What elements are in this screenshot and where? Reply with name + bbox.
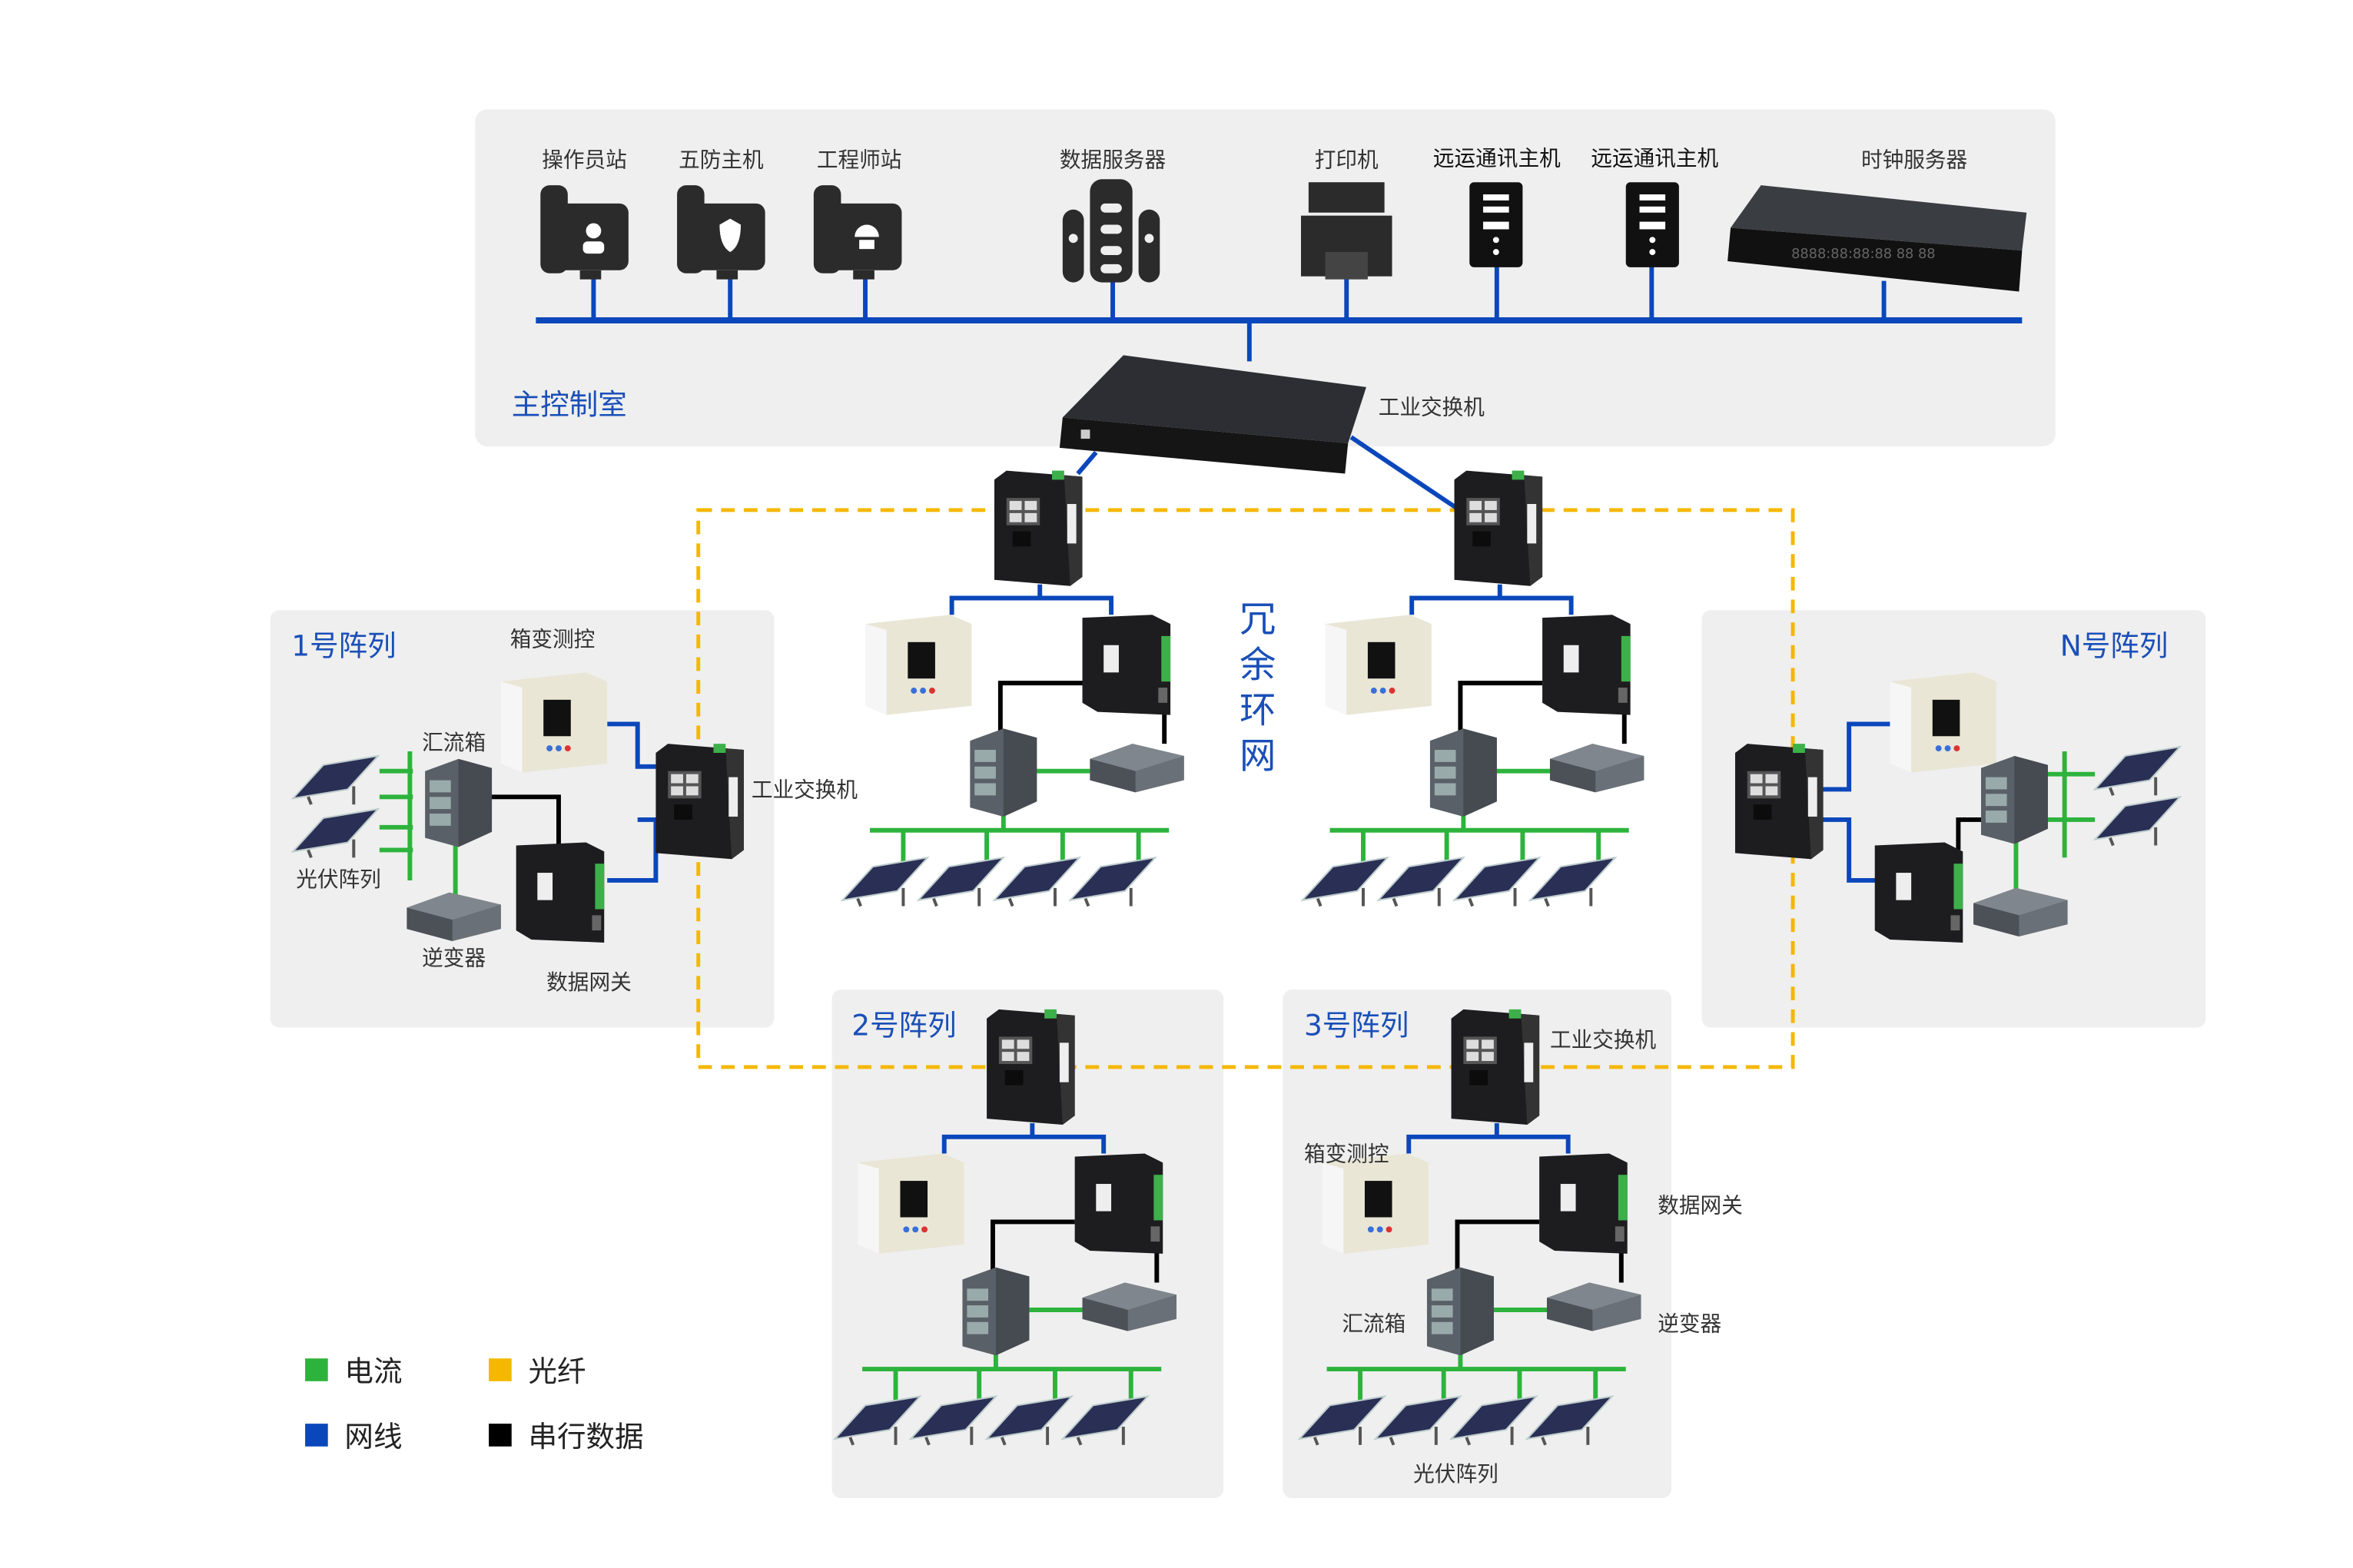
svg-text:光伏阵列: 光伏阵列 xyxy=(296,867,381,892)
legend-swatch-serial xyxy=(489,1424,512,1447)
svg-text:工业交换机: 工业交换机 xyxy=(752,777,858,802)
svg-text:3号阵列: 3号阵列 xyxy=(1304,1008,1409,1042)
svg-text:光纤: 光纤 xyxy=(528,1354,586,1388)
array-n-panel xyxy=(1701,610,2206,1028)
shield-workstation-icon[interactable] xyxy=(677,185,765,280)
array-2-title: 2号阵列 xyxy=(851,1008,956,1042)
ring-cluster-left[interactable] xyxy=(842,471,1183,907)
svg-text:网线: 网线 xyxy=(344,1420,402,1454)
svg-text:逆变器: 逆变器 xyxy=(1658,1311,1721,1337)
server-cluster-icon[interactable] xyxy=(1062,179,1160,283)
tower-server-icon[interactable] xyxy=(1625,182,1679,267)
printer-icon[interactable] xyxy=(1300,182,1392,280)
svg-text:五防主机: 五防主机 xyxy=(679,147,764,172)
ring-cluster-right[interactable] xyxy=(1303,471,1644,907)
svg-text:汇流箱: 汇流箱 xyxy=(422,730,486,755)
legend-swatch-fiber xyxy=(489,1358,512,1381)
svg-text:1号阵列: 1号阵列 xyxy=(291,629,396,663)
svg-text:操作员站: 操作员站 xyxy=(542,147,627,172)
legend: 电流 光纤 网线 串行数据 xyxy=(305,1354,644,1454)
svg-text:数据服务器: 数据服务器 xyxy=(1060,147,1166,172)
array-3-labels: 3号阵列 工业交换机 箱变测控 数据网关 汇流箱 逆变器 光伏阵列 xyxy=(1304,1008,1743,1487)
array-n-devices[interactable] xyxy=(1734,672,2182,943)
core-industrial-switch[interactable] xyxy=(1059,355,1366,474)
svg-text:8888:88:88:88 88 88: 8888:88:88:88 88 88 xyxy=(1791,247,1936,262)
array-1-devices[interactable] xyxy=(291,672,744,943)
svg-text:串行数据: 串行数据 xyxy=(528,1420,643,1454)
svg-text:工业交换机: 工业交换机 xyxy=(1550,1027,1657,1053)
svg-text:工程师站: 工程师站 xyxy=(817,147,902,172)
core-switch-label: 工业交换机 xyxy=(1379,394,1485,419)
legend-swatch-current xyxy=(305,1358,328,1381)
control-room-network xyxy=(536,265,2023,511)
engineer-workstation-icon[interactable] xyxy=(813,185,902,280)
array-1-panel xyxy=(270,610,775,1028)
legend-swatch-network xyxy=(305,1424,328,1447)
redundant-ring-label: 冗余环网 xyxy=(1233,599,1275,781)
svg-text:数据网关: 数据网关 xyxy=(1658,1193,1743,1218)
svg-text:光伏阵列: 光伏阵列 xyxy=(1413,1461,1498,1487)
svg-text:汇流箱: 汇流箱 xyxy=(1342,1311,1405,1337)
svg-text:时钟服务器: 时钟服务器 xyxy=(1861,147,1967,172)
fiber-redundant-ring xyxy=(696,508,1795,1069)
rack-clock-server-icon[interactable]: 8888:88:88:88 88 88 xyxy=(1727,185,2027,292)
control-room-title: 主控制室 xyxy=(512,387,627,421)
tower-server-icon[interactable] xyxy=(1469,182,1523,267)
svg-text:箱变测控: 箱变测控 xyxy=(510,627,596,652)
control-room-device-labels: 操作员站 五防主机 工程师站 数据服务器 打印机 远运通讯主机 远运通讯主机 时… xyxy=(542,145,1967,172)
svg-text:远运通讯主机: 远运通讯主机 xyxy=(1591,145,1718,171)
array-1-labels: 1号阵列 箱变测控 汇流箱 工业交换机 光伏阵列 逆变器 数据网关 xyxy=(291,627,858,995)
svg-text:箱变测控: 箱变测控 xyxy=(1304,1141,1389,1166)
svg-text:数据网关: 数据网关 xyxy=(546,970,632,995)
svg-text:逆变器: 逆变器 xyxy=(422,946,486,971)
array-n-title: N号阵列 xyxy=(2060,629,2169,663)
svg-text:电流: 电流 xyxy=(344,1354,402,1388)
svg-text:远运通讯主机: 远运通讯主机 xyxy=(1433,145,1561,171)
svg-text:打印机: 打印机 xyxy=(1315,147,1379,172)
operator-workstation-icon[interactable] xyxy=(540,185,629,280)
